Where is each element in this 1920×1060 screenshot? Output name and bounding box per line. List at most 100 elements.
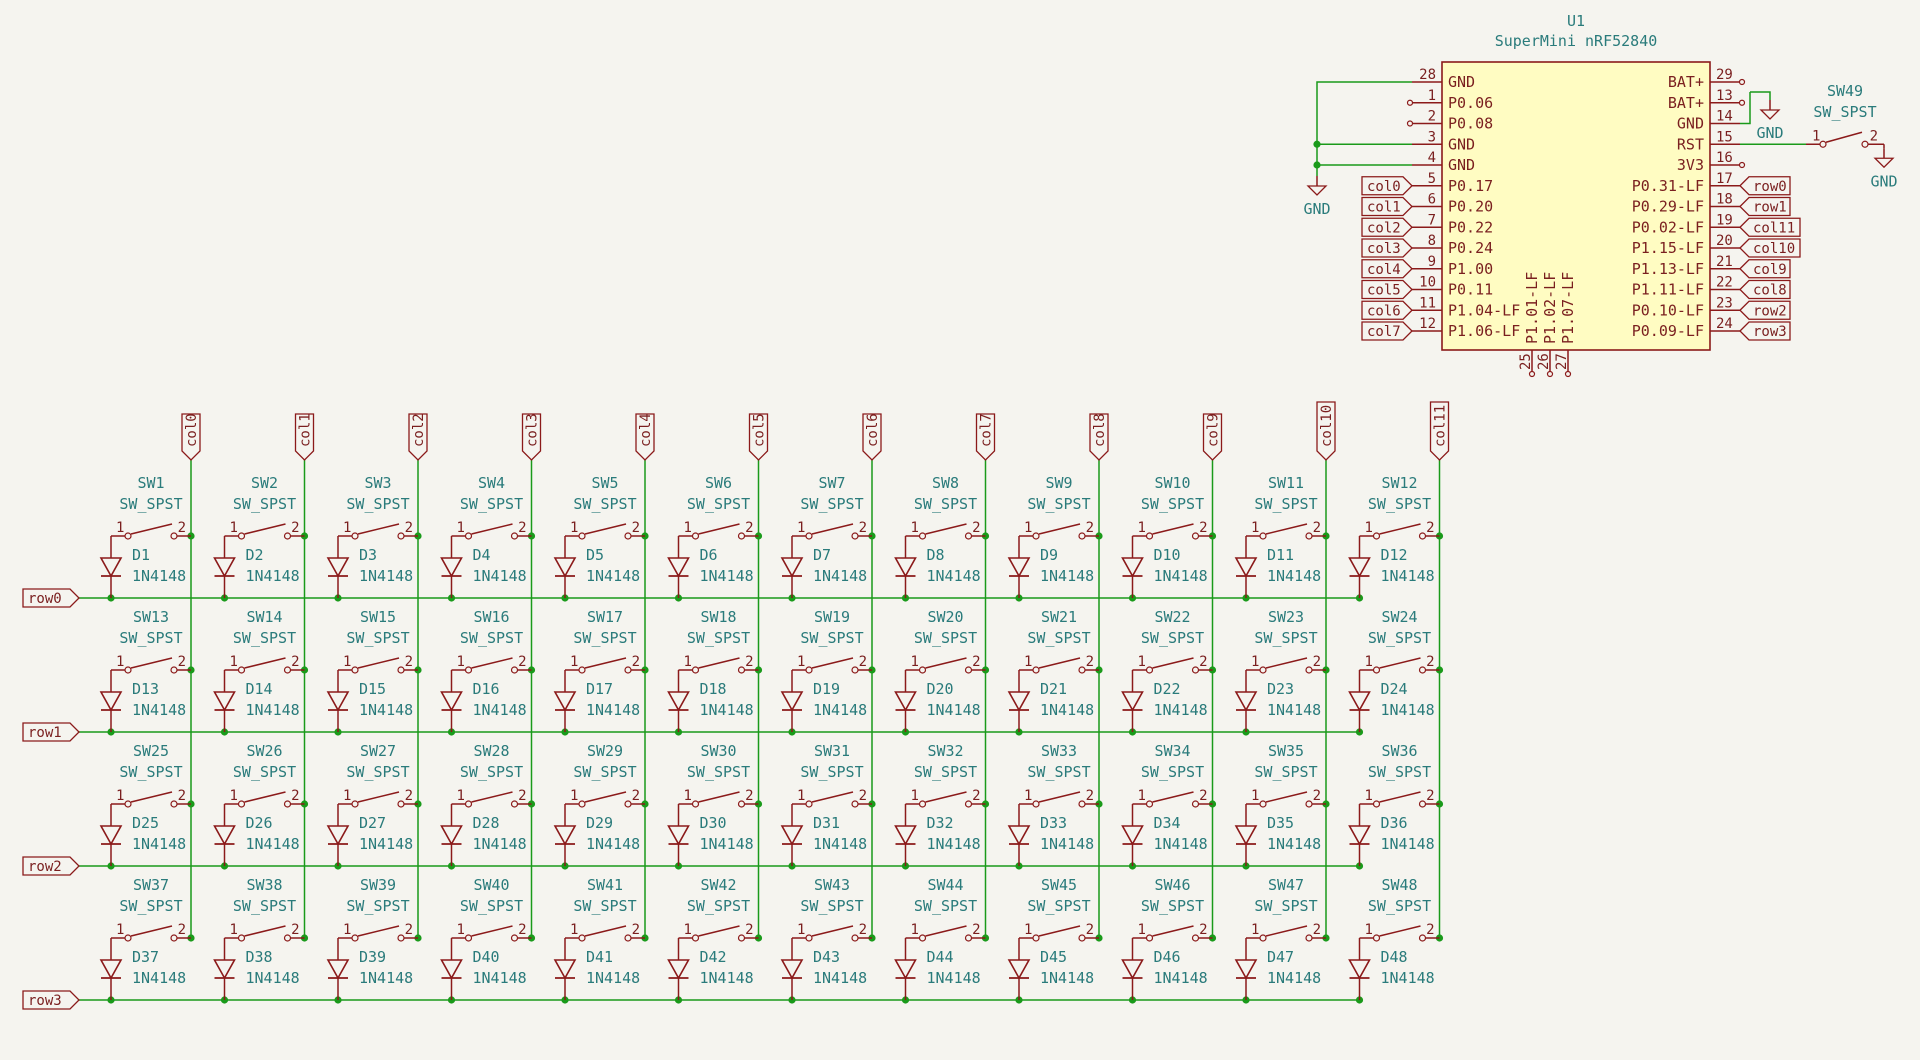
switch-ref: SW9 [1045, 474, 1072, 492]
module-label-row0 [1739, 176, 1791, 196]
module-pin-name-21: P1.13-LF [1632, 260, 1704, 278]
module-label-col1-text: col1 [1367, 200, 1401, 216]
module-label-row0-text: row0 [1753, 179, 1787, 195]
module-pin-name-17: P0.31-LF [1632, 177, 1704, 195]
module-pin-num-8: 8 [1428, 233, 1436, 249]
diode-value: 1N4148 [132, 701, 186, 719]
switch-pin1-num: 1 [1251, 922, 1259, 938]
switch-contact-1 [237, 666, 246, 674]
module-label-col6 [1361, 300, 1413, 320]
diode-value: 1N4148 [359, 835, 413, 853]
no-connect-pin-26 [1546, 370, 1554, 378]
module-pin-num-18: 18 [1716, 192, 1733, 208]
switch-contact-1 [805, 532, 813, 540]
diode-ref: D30 [700, 814, 727, 832]
switch-contact-2 [851, 666, 859, 674]
switch-contact-2 [283, 934, 292, 942]
diode-value: 1N4148 [1267, 835, 1321, 853]
switch-contact-1 [124, 666, 132, 674]
diode-body [894, 557, 917, 578]
module-label-col7 [1361, 321, 1413, 341]
module-label-col2-text: col2 [1367, 220, 1401, 236]
switch-pin2-num: 2 [1313, 520, 1321, 536]
diode-body [1234, 691, 1258, 712]
switch-pin2-num: 2 [632, 654, 640, 670]
switch-pin1-num: 1 [1138, 788, 1146, 804]
diode-ref: D32 [927, 814, 954, 832]
switch-ref: SW35 [1268, 742, 1304, 760]
switch-contact-2 [1305, 532, 1313, 540]
diode-body [1348, 959, 1371, 980]
switch-contact-2 [397, 934, 405, 942]
diode-value: 1N4148 [813, 701, 867, 719]
row-label-row1 [22, 722, 80, 742]
diode-value: 1N4148 [132, 567, 186, 585]
switch-contact-2 [1078, 532, 1086, 540]
switch-contact-2 [964, 934, 973, 942]
diode-value: 1N4148 [1267, 567, 1321, 585]
switch-value: SW_SPST [573, 495, 636, 513]
diode-value: 1N4148 [1381, 701, 1435, 719]
switch-pin2-num: 2 [518, 922, 526, 938]
switch-lever [471, 791, 513, 803]
switch-value: SW_SPST [1141, 763, 1204, 781]
switch-lever [1379, 925, 1421, 937]
switch-lever [1152, 791, 1194, 803]
module-label-col0 [1361, 176, 1413, 196]
diode-ref: D35 [1267, 814, 1294, 832]
diode-body [553, 691, 577, 712]
diode-ref: D38 [246, 948, 273, 966]
switch-contact-2 [851, 934, 859, 942]
switch-ref: SW25 [133, 742, 169, 760]
column-label-col3 [521, 413, 542, 461]
column-label-col5-text: col5 [752, 413, 768, 447]
switch-pin2-num: 2 [291, 788, 299, 804]
switch-contact-1 [578, 666, 586, 674]
module-pin-name-20: P1.15-LF [1632, 239, 1704, 257]
switch-pin2-num: 2 [405, 520, 413, 536]
module-label-col11-text: col11 [1753, 220, 1795, 236]
module-pin-num-24: 24 [1716, 316, 1733, 332]
switch-lever [584, 925, 627, 937]
module-pin-name-26: P1.02-LF [1541, 272, 1559, 344]
module-pin-name-13: BAT+ [1668, 94, 1704, 112]
diode-body [1121, 959, 1144, 980]
switch-pin2-num: 2 [632, 922, 640, 938]
switch-lever [1265, 925, 1308, 937]
sw49-pin2-num: 2 [1870, 128, 1878, 144]
switch-pin1-num: 1 [343, 922, 351, 938]
diode-body [326, 691, 350, 712]
switch-pin2-num: 2 [745, 654, 753, 670]
switch-pin2-num: 2 [1086, 654, 1094, 670]
switch-contact-1 [691, 532, 700, 540]
switch-contact-1 [1372, 532, 1381, 540]
no-connect-pin-25 [1528, 370, 1536, 378]
module-label-row1-text: row1 [1753, 200, 1787, 216]
switch-pin1-num: 1 [797, 922, 805, 938]
switch-lever [357, 925, 400, 937]
switch-lever [698, 925, 740, 937]
diode-ref: D23 [1267, 680, 1294, 698]
switch-contact-1 [351, 800, 359, 808]
diode-ref: D18 [700, 680, 727, 698]
switch-ref: SW17 [587, 608, 623, 626]
diode-value: 1N4148 [700, 969, 754, 987]
diode-ref: D34 [1154, 814, 1181, 832]
diode-ref: D22 [1154, 680, 1181, 698]
switch-pin1-num: 1 [1024, 520, 1032, 536]
switch-value: SW_SPST [460, 897, 523, 915]
diode-value: 1N4148 [1381, 835, 1435, 853]
switch-value: SW_SPST [233, 763, 296, 781]
switch-value: SW_SPST [119, 763, 182, 781]
switch-ref: SW3 [364, 474, 391, 492]
switch-pin2-num: 2 [518, 788, 526, 804]
sw49-value: SW_SPST [1813, 103, 1876, 121]
diode-body [1121, 557, 1144, 578]
switch-contact-2 [851, 800, 859, 808]
switch-ref: SW37 [133, 876, 169, 894]
switch-contact-1 [464, 800, 473, 808]
switch-contact-2 [1418, 532, 1427, 540]
switch-value: SW_SPST [800, 495, 863, 513]
switch-value: SW_SPST [460, 495, 523, 513]
sw49-contact-2 [1861, 140, 1869, 148]
